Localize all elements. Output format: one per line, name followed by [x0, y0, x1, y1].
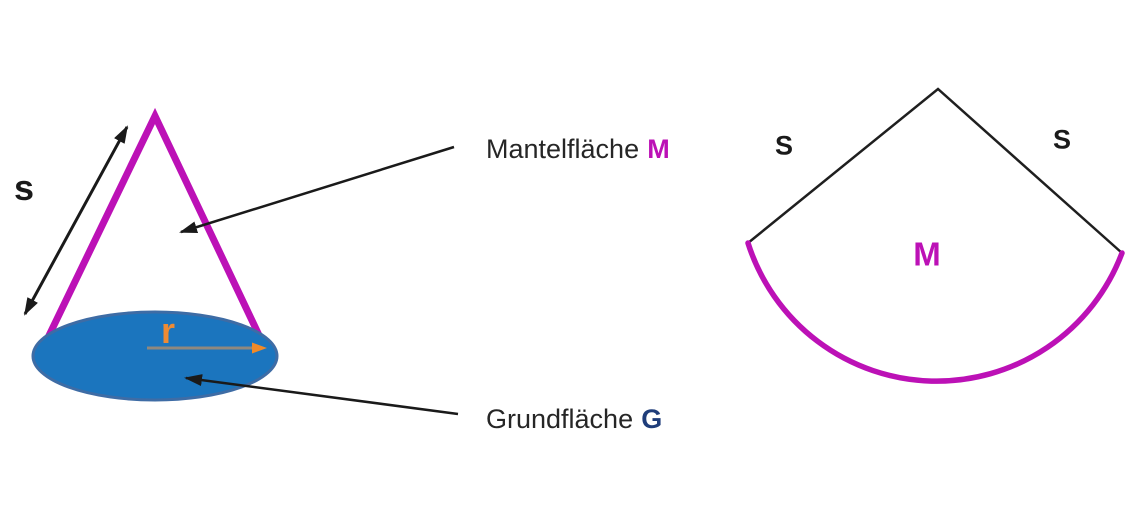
mantel-callout-arrow	[179, 145, 455, 234]
mantel-symbol: M	[647, 134, 670, 164]
sector-surface-label: M	[913, 235, 941, 273]
radius-label: r	[160, 310, 176, 351]
slant-height-label: s	[13, 167, 35, 208]
slant-height-double-arrow	[23, 125, 129, 316]
mantel-callout-text: Mantelfläche	[486, 134, 640, 164]
grund-callout-text: Grundfläche	[486, 404, 634, 434]
grund-callout-arrow	[184, 374, 459, 416]
sector-left-edge-label: S	[774, 130, 794, 161]
sector-right-edge-label: S	[1052, 124, 1072, 155]
sector-arc	[745, 240, 1125, 384]
cone-base-ellipse	[31, 310, 279, 402]
grund-symbol: G	[641, 404, 663, 434]
sector-straight-edges	[747, 87, 1123, 254]
